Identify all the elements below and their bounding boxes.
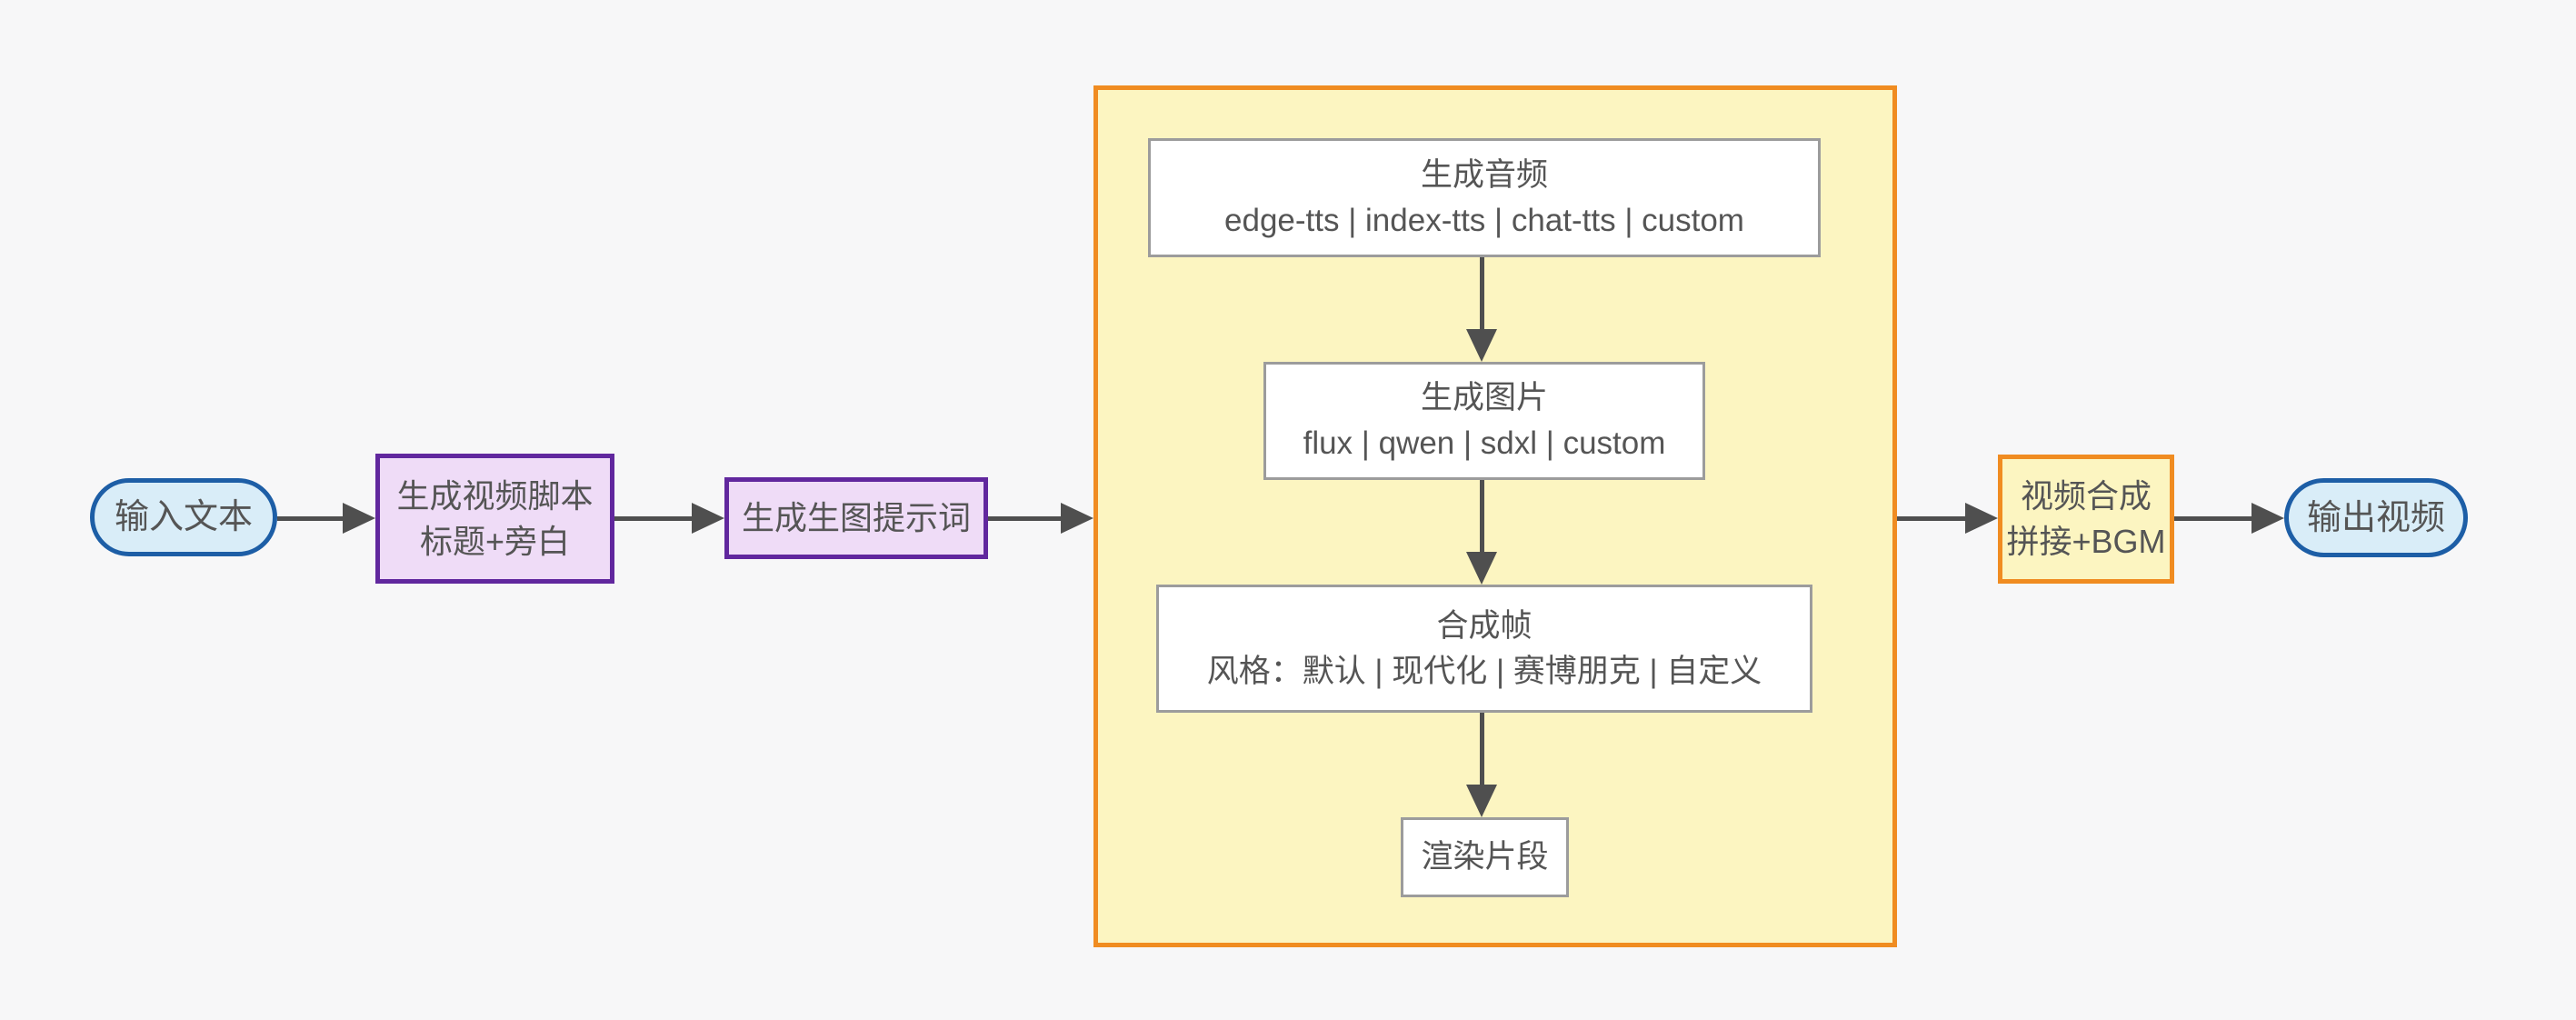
node-render-clips-label: 渲染片段 [1421, 839, 1549, 875]
edge-input-to-script-line [277, 516, 346, 521]
node-generate-audio: 生成音频 edge-tts | index-tts | chat-tts | c… [1148, 138, 1821, 257]
node-generate-image-engines: flux | qwen | sdxl | custom [1303, 425, 1666, 461]
node-video-compose-line1: 视频合成 [2020, 477, 2152, 515]
node-output-video: 输出视频 [2284, 478, 2468, 557]
node-input-text-label: 输入文本 [114, 498, 253, 536]
edge-subgraph-to-compose-arrowhead-icon [1965, 503, 1998, 534]
node-input-text: 输入文本 [90, 478, 277, 556]
node-compose-frames-title: 合成帧 [1436, 607, 1533, 644]
edge-image-to-frames-arrowhead-icon [1466, 552, 1497, 585]
node-generate-audio-title: 生成音频 [1420, 156, 1548, 193]
edge-input-to-script-arrowhead-icon [343, 503, 375, 534]
edge-compose-to-output-line [2174, 516, 2255, 521]
node-generate-image-prompt-label: 生成生图提示词 [741, 499, 971, 536]
edge-script-to-prompt-arrowhead-icon [692, 503, 724, 534]
node-video-compose-line2: 拼接+BGM [2006, 523, 2166, 560]
edge-prompt-to-subgraph-line [988, 516, 1064, 521]
node-generate-script: 生成视频脚本 标题+旁白 [375, 454, 614, 584]
node-video-compose: 视频合成 拼接+BGM [1998, 455, 2174, 584]
edge-subgraph-to-compose-line [1897, 516, 1969, 521]
edge-compose-to-output-arrowhead-icon [2252, 503, 2284, 534]
node-generate-audio-engines: edge-tts | index-tts | chat-tts | custom [1224, 202, 1744, 238]
node-generate-script-line2: 标题+旁白 [419, 522, 571, 560]
edge-audio-to-image-arrowhead-icon [1466, 329, 1497, 362]
node-generate-image-title: 生成图片 [1420, 380, 1548, 415]
edge-frames-to-render-arrowhead-icon [1466, 785, 1497, 817]
edge-image-to-frames-line [1480, 480, 1484, 555]
edge-frames-to-render-line [1480, 713, 1484, 788]
edge-audio-to-image-line [1480, 257, 1484, 333]
edge-script-to-prompt-line [614, 516, 695, 521]
node-compose-frames-styles: 风格：默认 | 现代化 | 赛博朋克 | 自定义 [1206, 653, 1762, 689]
node-output-video-label: 输出视频 [2306, 498, 2445, 537]
edge-prompt-to-subgraph-arrowhead-icon [1061, 503, 1093, 534]
node-generate-script-line1: 生成视频脚本 [396, 476, 594, 515]
node-compose-frames: 合成帧 风格：默认 | 现代化 | 赛博朋克 | 自定义 [1156, 585, 1812, 713]
node-generate-image: 生成图片 flux | qwen | sdxl | custom [1263, 362, 1705, 480]
node-generate-image-prompt: 生成生图提示词 [724, 477, 988, 559]
node-render-clips: 渲染片段 [1401, 817, 1569, 897]
